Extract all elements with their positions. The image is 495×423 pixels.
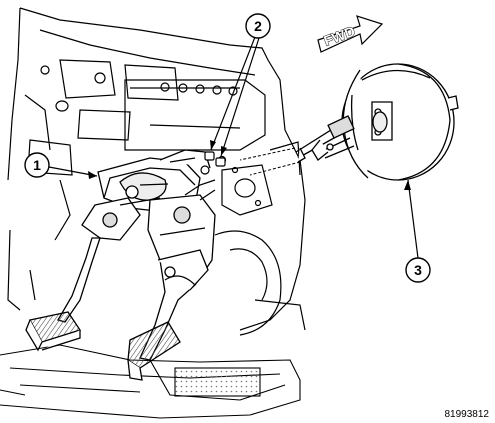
callout-2: 2: [210, 13, 271, 157]
callout-3: 3: [404, 179, 431, 283]
clutch-pedal: [25, 197, 141, 352]
forward-direction-arrow: FWD: [317, 15, 384, 53]
callout-3-number: 3: [414, 262, 422, 278]
floor-pan: [0, 344, 301, 419]
arrow-shape: [317, 15, 384, 53]
callout-1: 1: [24, 152, 98, 179]
brake-booster: [295, 63, 459, 181]
callout-2-number: 2: [254, 18, 262, 34]
callout-1-number: 1: [33, 157, 41, 173]
figure-id: 81993812: [444, 409, 490, 420]
booster-studs: [239, 147, 301, 176]
brake-pedal: [127, 194, 216, 381]
fwd-label: FWD: [322, 23, 357, 49]
mounting-nuts: [204, 151, 226, 167]
dash-panel: [7, 7, 306, 336]
